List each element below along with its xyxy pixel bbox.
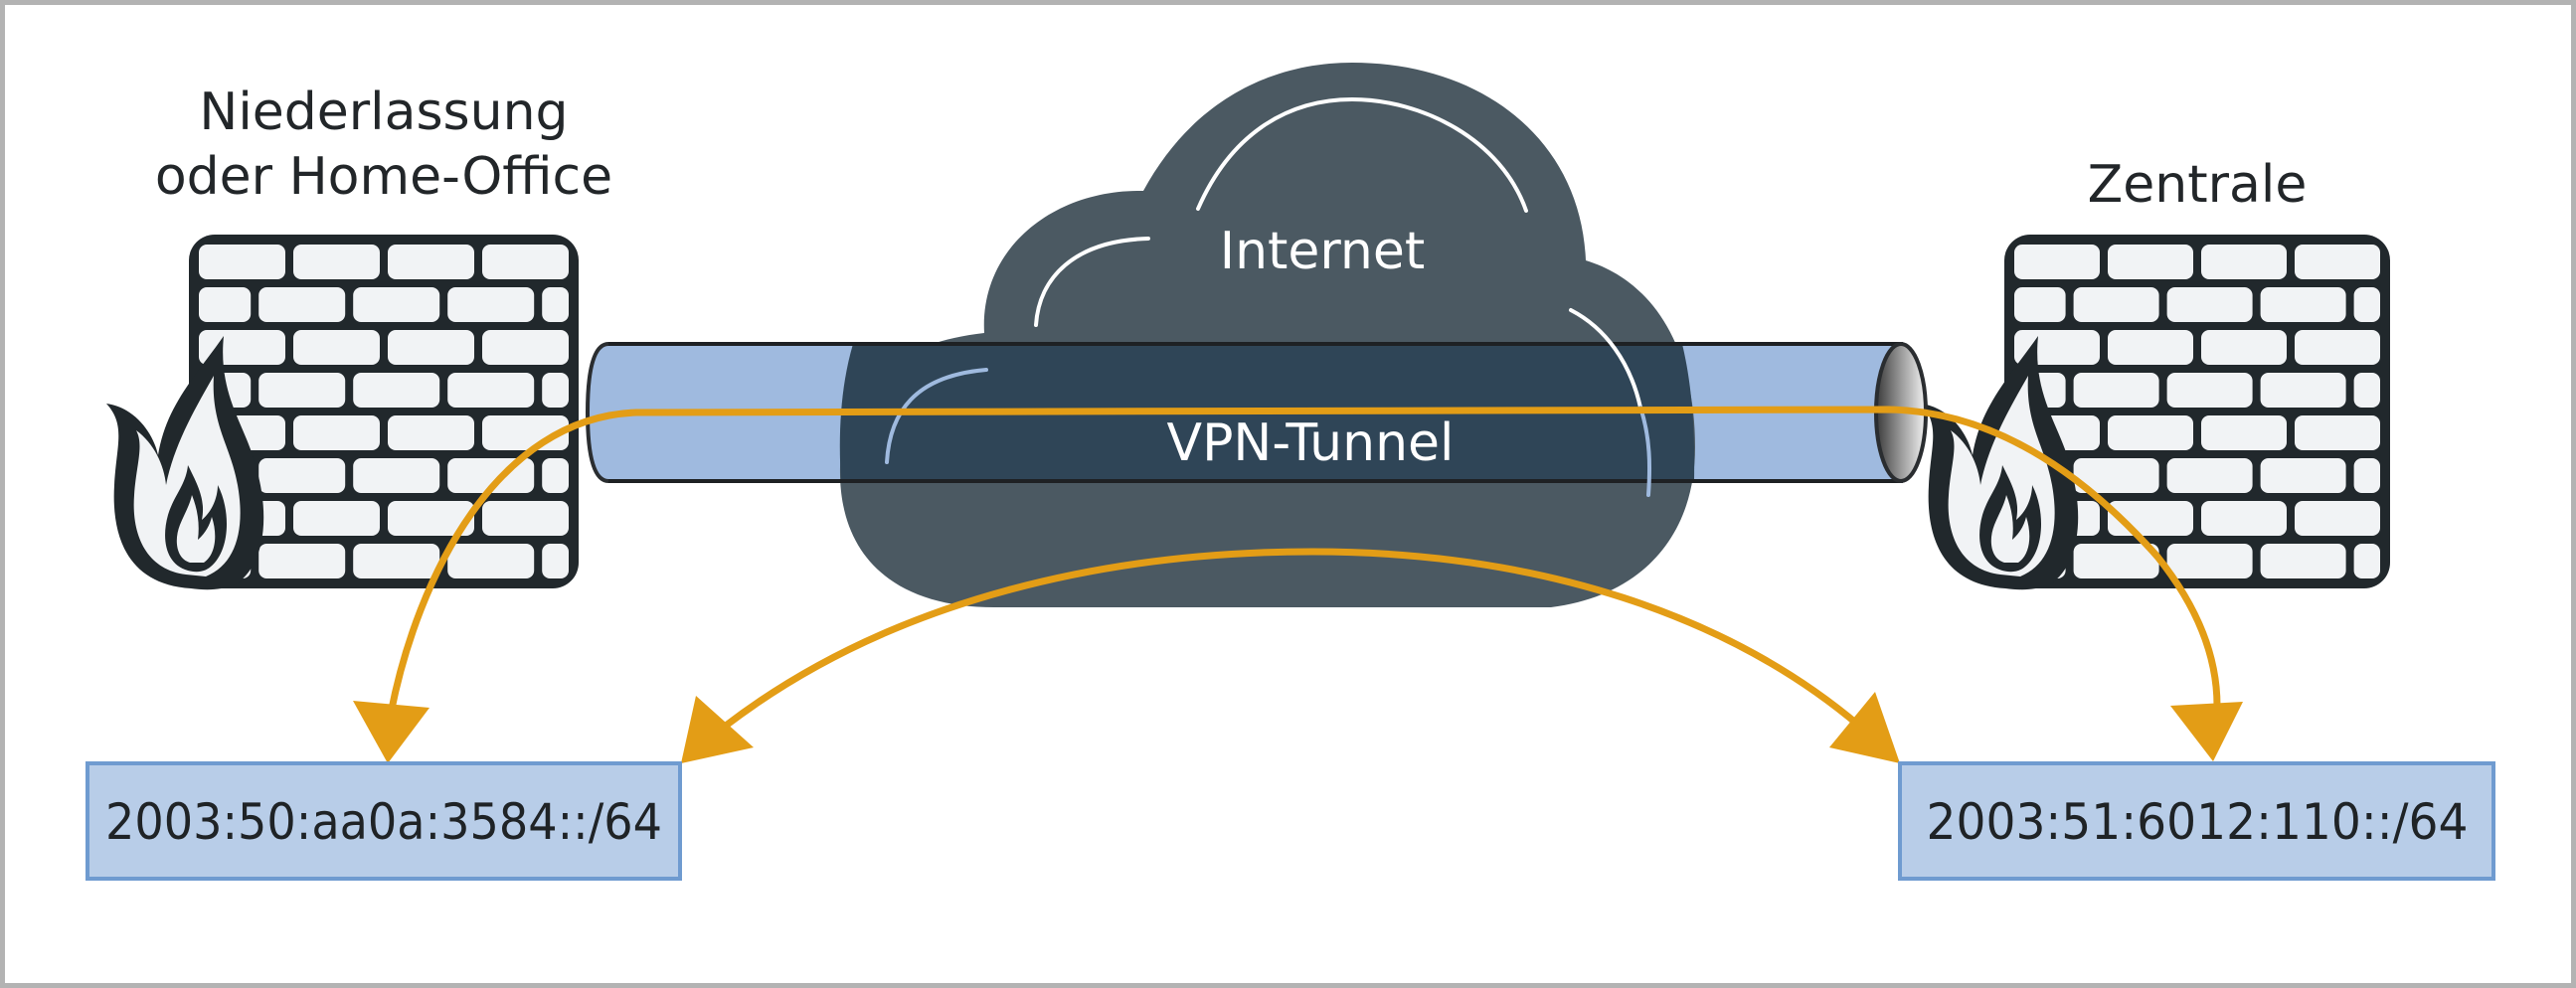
brick	[542, 373, 569, 408]
brick	[2073, 544, 2159, 578]
brick	[293, 415, 380, 450]
brick	[293, 330, 380, 365]
brick	[2295, 415, 2380, 450]
cloud-highlight-arc	[1569, 308, 1642, 410]
brick	[2201, 501, 2287, 536]
brick	[447, 544, 535, 578]
tunnel-route-arrow	[387, 406, 2221, 715]
brick	[2014, 287, 2066, 322]
brick	[2166, 458, 2253, 493]
left-network-box: 2003:50:aa0a:3584::/64	[86, 761, 682, 881]
brick	[388, 415, 474, 450]
internet-label: Internet	[1220, 222, 1425, 281]
brick	[2108, 415, 2193, 450]
brick	[388, 501, 474, 536]
brick	[482, 501, 569, 536]
brick	[2108, 245, 2193, 279]
cloud-highlight-arc	[1034, 237, 1150, 327]
brick	[2073, 373, 2159, 408]
brick	[542, 458, 569, 493]
brick	[2073, 458, 2159, 493]
flame-icon	[106, 336, 264, 590]
arrowhead-icon	[681, 696, 754, 763]
brick	[2353, 544, 2380, 578]
brick	[388, 245, 474, 279]
cloud-highlight-arc	[1638, 406, 1652, 497]
cloud-highlight-arc	[1196, 96, 1528, 213]
brick	[2166, 373, 2253, 408]
brick	[388, 330, 474, 365]
brick	[353, 373, 440, 408]
brick	[447, 287, 535, 322]
brick	[258, 544, 346, 578]
brick	[2166, 544, 2253, 578]
brick	[2295, 330, 2380, 365]
brick	[482, 245, 569, 279]
left-firewall-icon	[106, 235, 579, 590]
arrowhead-icon	[2170, 702, 2243, 761]
right-network-prefix: 2003:51:6012:110::/64	[1927, 793, 2469, 851]
brick	[258, 373, 346, 408]
arrowhead-icon	[1829, 692, 1900, 763]
brick	[353, 287, 440, 322]
flame-icon	[1921, 336, 2079, 590]
brick	[199, 287, 252, 322]
brick	[353, 458, 440, 493]
left-site-title-line2: oder Home-Office	[155, 147, 612, 207]
right-network-box: 2003:51:6012:110::/64	[1898, 761, 2495, 881]
vpn-tunnel-label: VPN-Tunnel	[1167, 413, 1455, 473]
brick	[447, 373, 535, 408]
brick	[2108, 330, 2193, 365]
brick	[2353, 287, 2380, 322]
brick	[2166, 287, 2253, 322]
brick	[258, 287, 346, 322]
brick	[2295, 245, 2380, 279]
brick	[2295, 501, 2380, 536]
right-site-title: Zentrale	[2088, 155, 2308, 215]
brick	[482, 330, 569, 365]
left-network-prefix: 2003:50:aa0a:3584::/64	[105, 793, 662, 851]
brick	[542, 544, 569, 578]
brick	[293, 501, 380, 536]
brick	[353, 544, 440, 578]
brick	[258, 458, 346, 493]
brick	[2260, 544, 2346, 578]
brick	[2353, 373, 2380, 408]
brick	[542, 287, 569, 322]
brick	[2201, 415, 2287, 450]
cloud-highlight-arc	[885, 368, 988, 464]
brick	[2260, 458, 2346, 493]
brick	[2073, 287, 2159, 322]
brick	[2201, 245, 2287, 279]
brick	[2353, 458, 2380, 493]
brick	[199, 245, 285, 279]
brick	[2260, 287, 2346, 322]
brick	[2260, 373, 2346, 408]
brick	[2014, 245, 2100, 279]
left-site-title-line1: Niederlassung	[199, 82, 568, 142]
internet-route-arrow	[723, 548, 1862, 729]
brick	[2201, 330, 2287, 365]
arrowhead-icon	[353, 701, 429, 763]
brick	[293, 245, 380, 279]
